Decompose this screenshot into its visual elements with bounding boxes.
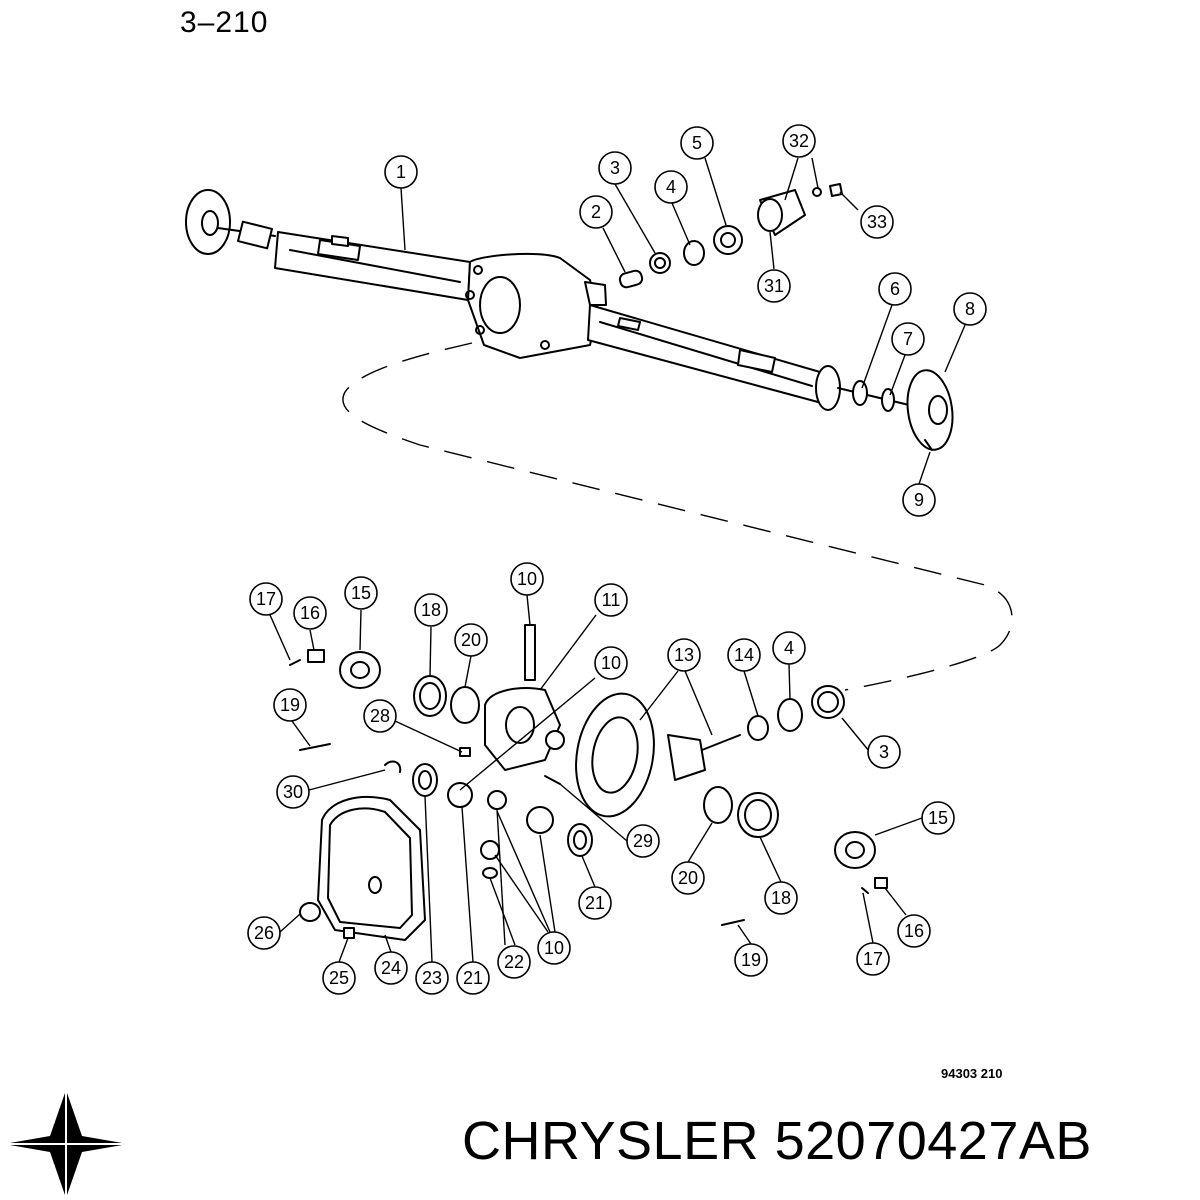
svg-text:15: 15: [351, 583, 371, 603]
svg-text:23: 23: [422, 968, 442, 988]
callout-19: 19: [273, 688, 307, 722]
callout-3: 3: [867, 735, 901, 769]
svg-text:30: 30: [283, 782, 303, 802]
callout-26: 26: [247, 916, 281, 950]
svg-text:2: 2: [591, 202, 601, 222]
svg-text:21: 21: [585, 893, 605, 913]
svg-text:20: 20: [461, 630, 481, 650]
callout-25: 25: [322, 961, 356, 995]
callout-22: 22: [497, 945, 531, 979]
callout-15: 15: [344, 576, 378, 610]
callout-15: 15: [921, 801, 955, 835]
callout-33: 33: [860, 205, 894, 239]
svg-text:5: 5: [692, 133, 702, 153]
callout-16: 16: [897, 914, 931, 948]
svg-text:7: 7: [903, 329, 913, 349]
svg-text:4: 4: [666, 177, 676, 197]
brand-part-number: CHRYSLER 52070427AB: [462, 1111, 1092, 1171]
callout-32: 32: [782, 124, 816, 158]
svg-text:8: 8: [965, 299, 975, 319]
svg-text:16: 16: [904, 921, 924, 941]
callout-18: 18: [414, 593, 448, 627]
callout-8: 8: [953, 292, 987, 326]
callout-2: 2: [579, 195, 613, 229]
svg-text:10: 10: [544, 938, 564, 958]
callout-10: 10: [510, 562, 544, 596]
svg-text:18: 18: [421, 600, 441, 620]
callout-6: 6: [878, 272, 912, 306]
callout-10: 10: [594, 646, 628, 680]
svg-text:25: 25: [329, 968, 349, 988]
callout-31: 31: [757, 269, 791, 303]
callout-3: 3: [598, 151, 632, 185]
svg-text:10: 10: [601, 653, 621, 673]
svg-text:20: 20: [678, 868, 698, 888]
svg-text:15: 15: [928, 808, 948, 828]
callout-10: 10: [537, 931, 571, 965]
svg-text:11: 11: [602, 590, 621, 610]
callout-17: 17: [856, 942, 890, 976]
leader-lines: [269, 157, 966, 963]
svg-text:33: 33: [867, 212, 887, 232]
callout-21: 21: [578, 886, 612, 920]
svg-text:10: 10: [517, 569, 537, 589]
svg-text:17: 17: [863, 949, 883, 969]
callout-1: 1: [384, 155, 418, 189]
page-reference: 3–210: [180, 6, 269, 39]
callout-16: 16: [293, 596, 327, 630]
callout-28: 28: [363, 699, 397, 733]
callout-24: 24: [374, 951, 408, 985]
figure-code: 94303 210: [941, 1066, 1003, 1081]
callouts: 1 2 3 4 5 32 33 31 6 7 8 9 17 16 15 18 2…: [247, 124, 987, 995]
svg-text:21: 21: [463, 968, 483, 988]
svg-text:16: 16: [300, 603, 320, 623]
callout-21: 21: [456, 961, 490, 995]
svg-text:13: 13: [674, 645, 694, 665]
svg-text:4: 4: [784, 638, 794, 658]
pinion-parts-top: [618, 183, 843, 289]
callout-11: 11: [594, 583, 628, 617]
svg-text:3: 3: [610, 158, 620, 178]
svg-text:1: 1: [396, 162, 406, 182]
callout-5: 5: [680, 126, 714, 160]
svg-text:3: 3: [879, 742, 889, 762]
svg-text:31: 31: [764, 276, 784, 296]
callout-14: 14: [727, 638, 761, 672]
svg-text:14: 14: [734, 645, 754, 665]
callout-17: 17: [249, 582, 283, 616]
callout-30: 30: [276, 775, 310, 809]
callout-7: 7: [891, 322, 925, 356]
svg-text:19: 19: [741, 950, 761, 970]
callout-23: 23: [415, 961, 449, 995]
svg-text:24: 24: [381, 958, 401, 978]
svg-text:9: 9: [914, 490, 924, 510]
callout-20: 20: [454, 623, 488, 657]
callout-29: 29: [626, 824, 660, 858]
svg-text:22: 22: [504, 952, 524, 972]
svg-text:18: 18: [771, 888, 791, 908]
svg-text:26: 26: [254, 923, 274, 943]
svg-text:28: 28: [370, 706, 390, 726]
pentastar-icon: [4, 1090, 128, 1198]
svg-text:29: 29: [633, 831, 653, 851]
callout-18: 18: [764, 881, 798, 915]
callout-4: 4: [654, 170, 688, 204]
differential-parts: [289, 624, 888, 941]
callout-19: 19: [734, 943, 768, 977]
svg-text:32: 32: [789, 131, 809, 151]
svg-text:17: 17: [256, 589, 276, 609]
callout-13: 13: [667, 638, 701, 672]
callout-20: 20: [671, 861, 705, 895]
svg-text:19: 19: [280, 695, 300, 715]
callout-4: 4: [772, 631, 806, 665]
callout-9: 9: [902, 483, 936, 517]
svg-text:6: 6: [890, 279, 900, 299]
axle-housing: [185, 189, 954, 451]
dashed-connector: [342, 342, 1013, 691]
